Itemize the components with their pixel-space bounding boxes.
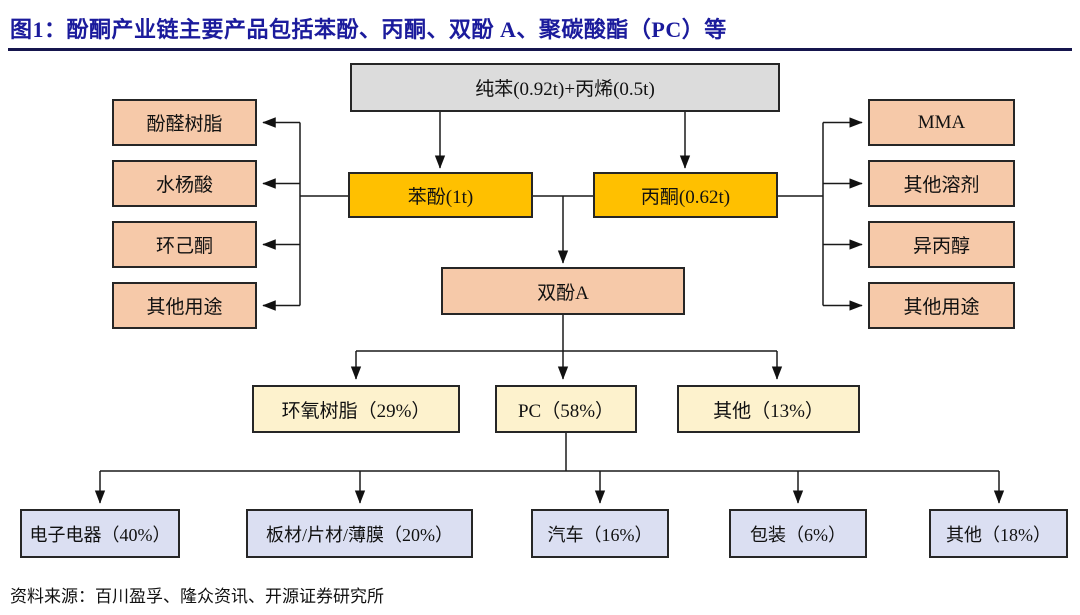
- acetone-derivative-box: 其他用途: [868, 282, 1015, 329]
- phenol-derivative-box: 酚醛树脂: [112, 99, 257, 146]
- pc-application-box: 板材/片材/薄膜（20%）: [246, 509, 473, 558]
- acetone-derivative-box: MMA: [868, 99, 1015, 146]
- acetone-derivative-box: 异丙醇: [868, 221, 1015, 268]
- phenol-derivative-box: 环己酮: [112, 221, 257, 268]
- pc-application-box: 汽车（16%）: [531, 509, 669, 558]
- pc-application-box: 电子电器（40%）: [20, 509, 180, 558]
- acetone-box: 丙酮(0.62t): [593, 172, 778, 218]
- feedstock-box: 纯苯(0.92t)+丙烯(0.5t): [350, 63, 780, 112]
- pc-application-box: 其他（18%）: [929, 509, 1068, 558]
- bpa-downstream-box: 环氧树脂（29%）: [252, 385, 460, 433]
- bpa-downstream-box: 其他（13%）: [677, 385, 860, 433]
- phenol-derivative-box: 其他用途: [112, 282, 257, 329]
- source-note: 资料来源：百川盈孚、隆众资讯、开源证券研究所: [10, 587, 384, 606]
- pc-application-box: 包装（6%）: [729, 509, 867, 558]
- acetone-derivative-box: 其他溶剂: [868, 160, 1015, 207]
- phenol-derivative-box: 水杨酸: [112, 160, 257, 207]
- figure-title: 图1：酚酮产业链主要产品包括苯酚、丙酮、双酚 A、聚碳酸酯（PC）等: [10, 17, 727, 42]
- bpa-downstream-box: PC（58%）: [495, 385, 637, 433]
- title-underline: [8, 48, 1072, 51]
- phenol-box: 苯酚(1t): [348, 172, 533, 218]
- bisphenol-a-box: 双酚A: [441, 267, 685, 315]
